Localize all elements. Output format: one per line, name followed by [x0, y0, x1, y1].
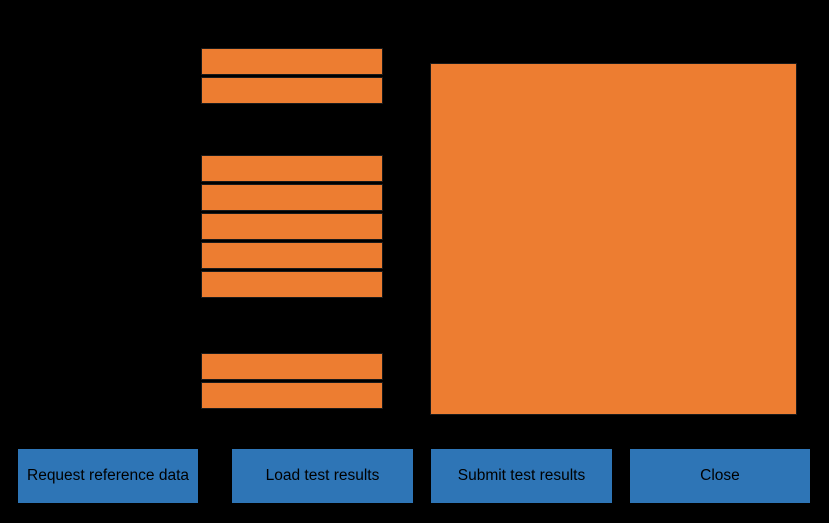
action-bar: Request reference data Load test results… — [0, 449, 829, 503]
detail-panel[interactable] — [430, 63, 797, 415]
submit-test-results-button[interactable]: Submit test results — [431, 449, 612, 503]
list-item[interactable] — [201, 271, 383, 298]
list-item[interactable] — [201, 184, 383, 211]
list-item[interactable] — [201, 48, 383, 75]
list-group-b — [201, 155, 383, 298]
request-reference-data-button[interactable]: Request reference data — [18, 449, 198, 503]
list-item[interactable] — [201, 242, 383, 269]
list-item[interactable] — [201, 213, 383, 240]
close-button[interactable]: Close — [630, 449, 810, 503]
list-group-a — [201, 48, 383, 104]
list-item[interactable] — [201, 77, 383, 104]
list-item[interactable] — [201, 155, 383, 182]
list-item[interactable] — [201, 382, 383, 409]
list-item[interactable] — [201, 353, 383, 380]
load-test-results-button[interactable]: Load test results — [232, 449, 413, 503]
list-group-c — [201, 353, 383, 409]
